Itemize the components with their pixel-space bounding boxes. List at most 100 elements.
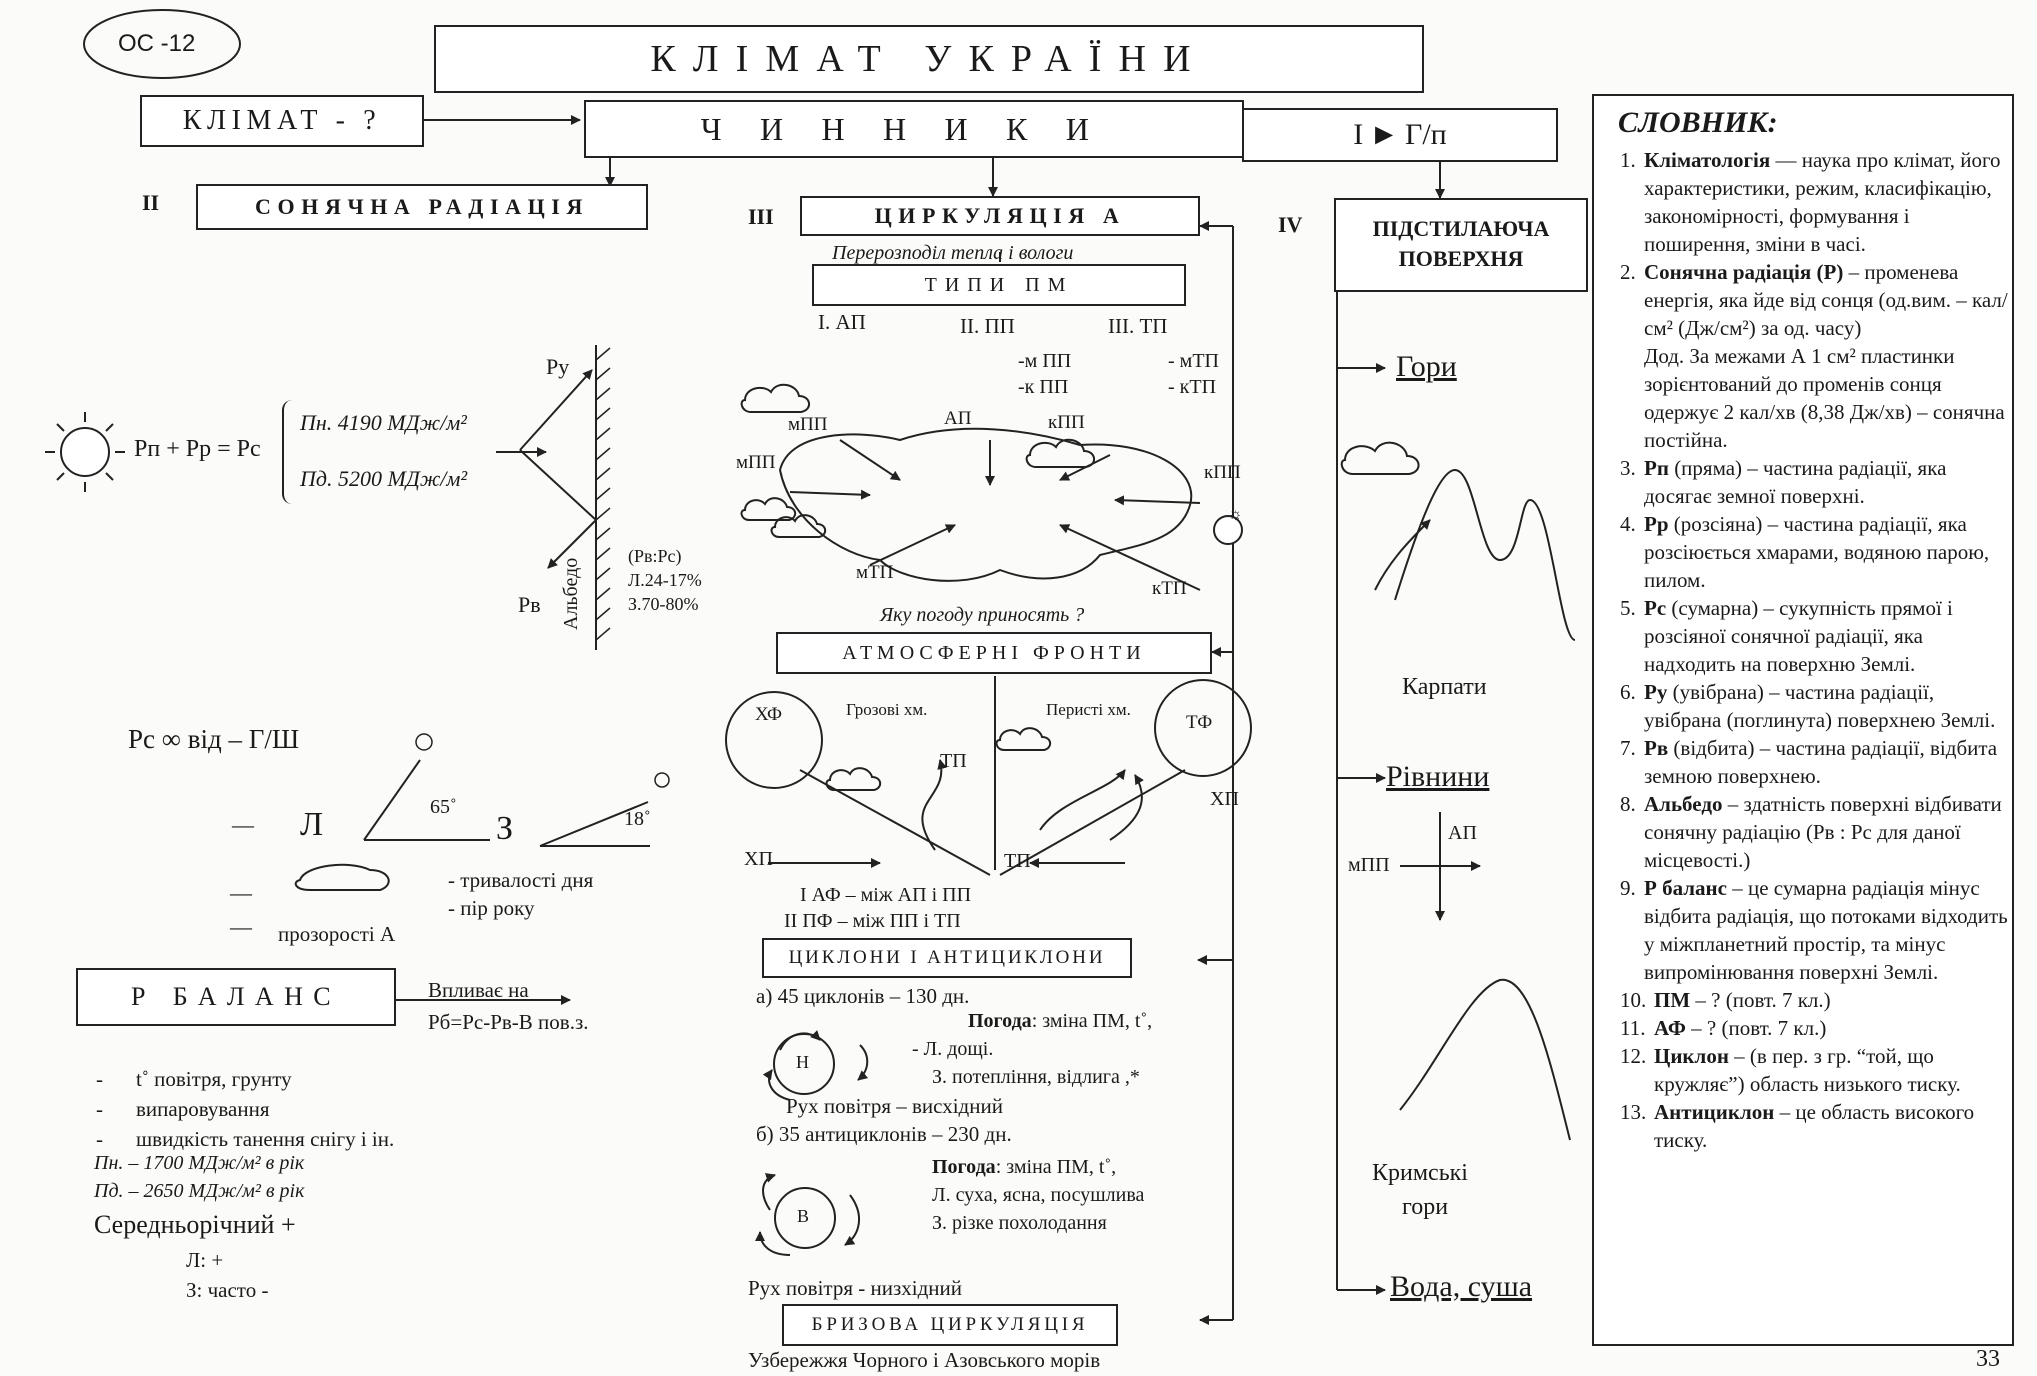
cirrus-clouds: Перисті хм. [1046, 700, 1131, 719]
page-number: 33 [1976, 1346, 2000, 1372]
cyclone-circle [773, 1033, 835, 1095]
climat-question-box: КЛІМАТ - ? [140, 95, 424, 147]
rv-label: Рв [518, 592, 541, 617]
cold-front-label: ХФ [755, 704, 783, 725]
albedo-winter: З.70-80% [628, 594, 699, 614]
breeze-header: БРИЗОВА ЦИРКУЛЯЦІЯ [782, 1304, 1118, 1346]
mountains-label: Гори [1396, 350, 1457, 383]
ru-label: Ру [546, 354, 570, 379]
balance-formula: Рб=Рс-Рв-В пов.з. [428, 1010, 589, 1034]
crimea-label-1: Кримські [1372, 1160, 1468, 1186]
anticyclone-weather: Погода: зміна ПМ, t˚, [932, 1156, 1117, 1178]
front-tp-2: ТП [1004, 850, 1031, 872]
glossary-item: 10.ПМ – ? (повт. 7 кл.) [1620, 988, 1831, 1012]
cyclone-count: а) 45 циклонів – 130 дн. [756, 984, 970, 1008]
north-radiation: Пн. 4190 МДж/м² [300, 410, 467, 435]
type-ktp: - кТП [1168, 376, 1217, 398]
roman-3: ІІІ [748, 204, 774, 229]
balance-winter: З: часто - [186, 1278, 269, 1302]
plains-ap: АП [1448, 822, 1477, 844]
anticyclone-circle [774, 1187, 836, 1249]
map-label: АП [944, 408, 972, 429]
glossary-item: 6.Ру (увібрана) – частина радіації, увіб… [1620, 680, 1996, 732]
albedo-ratio: (Рв:Рс) [628, 546, 682, 566]
coast-label: Узбережжя Чорного і Азовського морів [748, 1348, 1101, 1372]
brace [282, 400, 494, 504]
plains-mpp: мПП [1348, 854, 1390, 876]
carpathians-label: Карпати [1402, 674, 1487, 700]
balance-header: Р БАЛАНС [76, 968, 396, 1026]
map-label: кПП [1048, 412, 1085, 433]
map-label: кПП [1204, 462, 1241, 483]
glossary-item: 13.Антициклон – це область високого тиск… [1620, 1100, 1975, 1152]
air-mass-types-box: ТИПИ ПМ [812, 264, 1186, 306]
polar-front: ІІ ПФ – між ПП і ТП [784, 910, 961, 932]
angle-winter: 18˚ [624, 808, 651, 830]
transparency: прозорості А [278, 922, 396, 946]
dependence: Рс ∞ від – Г/Ш [128, 724, 300, 754]
ukraine-outline [778, 427, 1193, 582]
cyclone-air: Рух повітря – висхідний [786, 1094, 1003, 1118]
crimea-label-2: гори [1402, 1194, 1449, 1220]
cyclones-header: ЦИКЛОНИ І АНТИЦИКЛОНИ [762, 938, 1132, 978]
glossary-item: 4.Рр (розсіяна) – частина радіації, яка … [1620, 512, 1990, 592]
anticyclone-air: Рух повітря - низхідний [748, 1276, 963, 1300]
low-pressure: Н [796, 1052, 809, 1072]
type-kpp: -к ПП [1018, 376, 1069, 398]
type-mpp: -м ПП [1018, 350, 1072, 372]
glossary-item: 11.АФ – ? (повт. 7 кл.) [1620, 1016, 1827, 1040]
map-label: кТП [1152, 578, 1187, 599]
type-tp: ІІІ. ТП [1108, 314, 1168, 338]
glossary-item: 3.Рп (пряма) – частина радіації, яка дос… [1620, 456, 1947, 508]
roman-4: IV [1278, 212, 1303, 237]
glossary-item: 12.Циклон – (в пер. з гр. “той, що кружл… [1620, 1044, 1961, 1096]
day-length: - тривалості дня [448, 868, 594, 892]
type-ap: І. АП [818, 310, 866, 334]
albedo-label: Альбедо [560, 557, 582, 630]
summer-letter: Л [300, 806, 324, 843]
radiation-formula: Рп + Рр = Рс [134, 436, 261, 462]
balance-influences: Впливає на [428, 978, 529, 1002]
front-tp: ТП [940, 750, 967, 772]
dash-1: — [232, 812, 254, 837]
winter-letter: З [496, 810, 514, 847]
balance-item: -випаровування [96, 1097, 270, 1121]
dash-2: — [230, 880, 252, 905]
anticyclone-count: б) 35 антициклонів – 230 дн. [756, 1122, 1012, 1146]
anticyclone-summer: Л. суха, ясна, посушлива [932, 1184, 1145, 1206]
cold-front-circle [725, 691, 823, 789]
weather-question: Яку погоду приносять ? [880, 604, 1085, 626]
glossary-item: 9.Р баланс – це сумарна радіація мінус в… [1620, 876, 2008, 984]
glossary-item: 1.Кліматологія — наука про клімат, його … [1620, 148, 2001, 256]
badge-oval [83, 9, 241, 79]
dash-3: — [230, 914, 252, 939]
plains-label: Рівнини [1386, 760, 1490, 793]
glossary-item: 7.Рв (відбита) – частина радіації, відби… [1620, 736, 1998, 788]
geo-position-box: І►Г/п [1242, 108, 1558, 162]
balance-list: -t˚ повітря, грунту -випаровування -швид… [96, 1064, 394, 1154]
high-pressure: В [797, 1206, 810, 1226]
balance-south: Пд. – 2650 МДж/м² в рік [94, 1180, 305, 1202]
type-mtp: - мТП [1168, 350, 1219, 372]
warm-front-label: ТФ [1186, 712, 1213, 733]
glossary-item: 8.Альбедо – здатність поверхні відбивати… [1620, 792, 2002, 872]
cyclone-summer: - Л. дощі. [912, 1038, 994, 1060]
arctic-front: І АФ – між АП і ПП [800, 884, 972, 906]
glossary-list: 1.Кліматологія — наука про клімат, його … [1620, 146, 2010, 1154]
albedo-summer: Л.24-17% [628, 570, 702, 590]
badge: ОС -12 [118, 30, 196, 57]
front-xp-left: ХП [744, 848, 773, 870]
seasons: - пір року [448, 896, 535, 920]
map-label: мПП [788, 414, 828, 435]
circulation-sub: Перерозподіл тепла і вологи [832, 242, 1074, 264]
sun-icon: ☼ [1228, 506, 1243, 523]
balance-summer: Л: + [186, 1248, 224, 1272]
roman-2: ІІ [142, 190, 160, 215]
south-radiation: Пд. 5200 МДж/м² [300, 466, 468, 491]
map-label: мПП [736, 452, 776, 473]
cyclone-weather: Погода: зміна ПМ, t˚, [968, 1010, 1153, 1032]
fronts-header: АТМОСФЕРНІ ФРОНТИ [776, 632, 1212, 674]
balance-item: -t˚ повітря, грунту [96, 1067, 292, 1091]
